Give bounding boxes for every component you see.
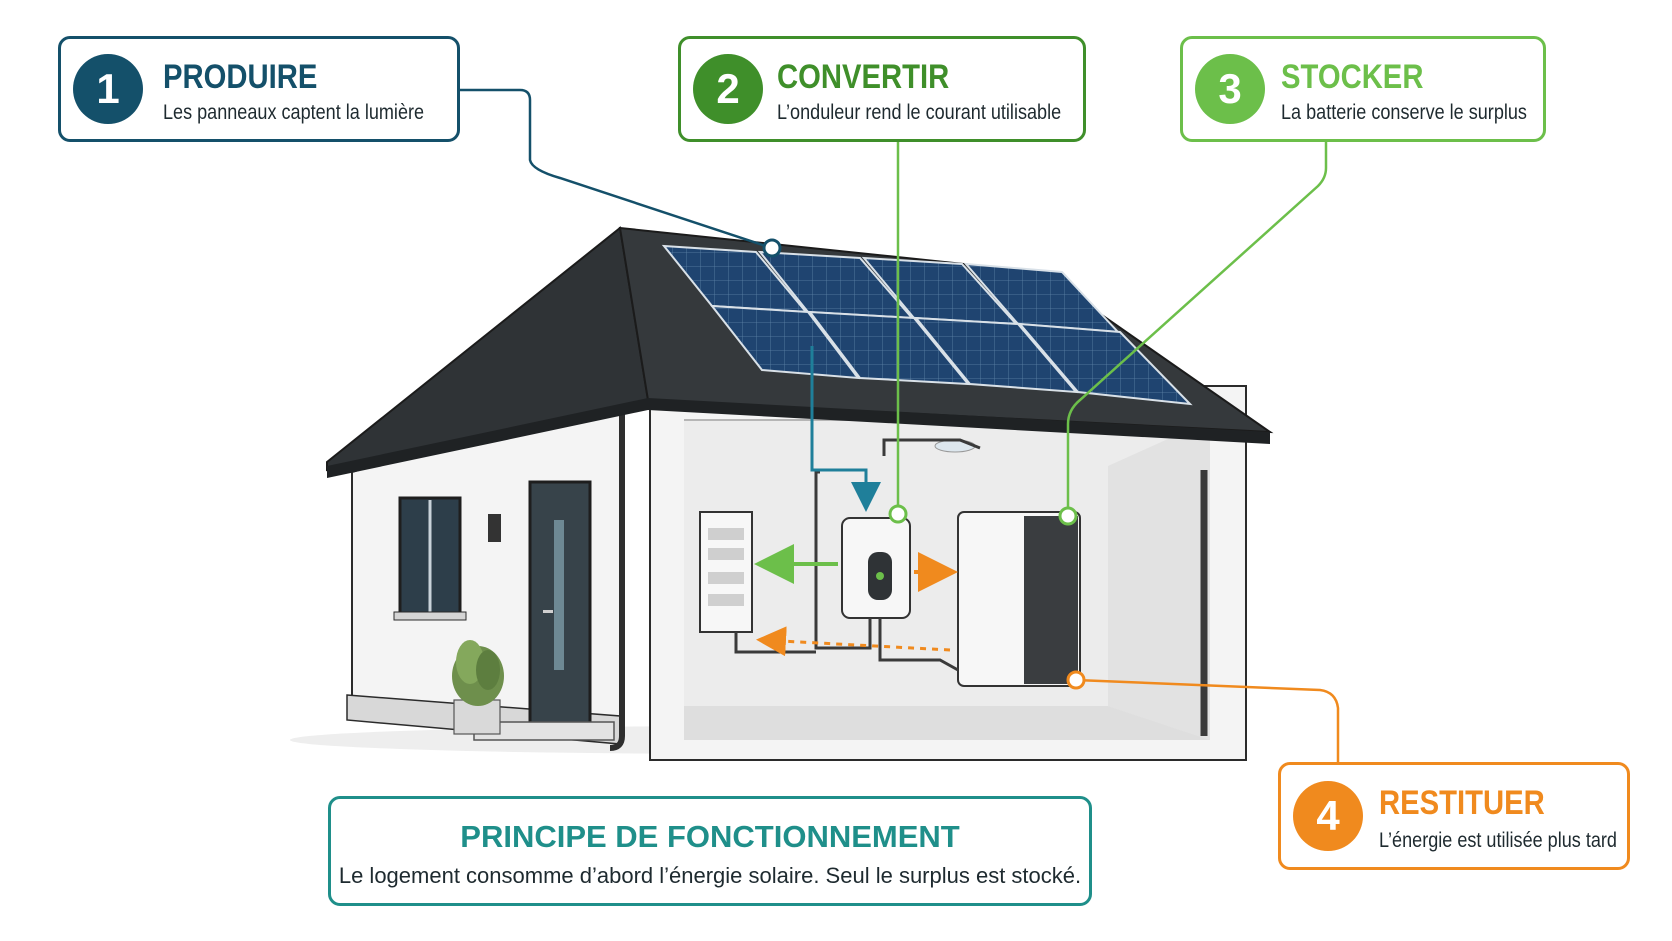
downpipe [609, 398, 625, 751]
step-title-4: RESTITUER [1379, 784, 1545, 822]
step-number-badge-2: 2 [693, 54, 763, 124]
summary-title: PRINCIPE DE FONCTIONNEMENT [460, 819, 960, 854]
step-title-3: STOCKER [1281, 58, 1424, 96]
leader-step1 [458, 88, 773, 250]
interior-right-wall [1108, 420, 1210, 740]
ceiling-light [934, 439, 976, 453]
step-description-2: L’onduleur rend le courant utilisable [777, 101, 1062, 124]
step-number-badge-4: 4 [1293, 781, 1363, 851]
electrical-panel [699, 511, 753, 633]
inverter [841, 517, 911, 619]
step-card-1: 1 PRODUIRE Les panneaux captent la lumiè… [58, 36, 460, 142]
leader-step3 [1066, 140, 1328, 512]
interior-floor [684, 706, 1210, 740]
solar-panels [661, 244, 1193, 406]
step-description-1: Les panneaux captent la lumière [163, 101, 425, 124]
step-description-3: La batterie conserve le surplus [1281, 101, 1527, 124]
wall-lamp [488, 514, 501, 542]
flow-panel-to-inverter [810, 346, 881, 512]
step-number-badge-3: 3 [1195, 54, 1265, 124]
summary-box: PRINCIPE DE FONCTIONNEMENT Le logement c… [328, 796, 1092, 906]
step-description-4: L’énergie est utilisée plus tard [1379, 829, 1617, 852]
summary-text: Le logement consomme d’abord l’énergie s… [338, 863, 1082, 888]
step-title-1: PRODUIRE [163, 58, 318, 96]
flow-battery-to-grid [756, 626, 951, 657]
step-title-2: CONVERTIR [777, 58, 950, 96]
step-card-4: 4 RESTITUER L’énergie est utilisée plus … [1278, 762, 1630, 870]
step-card-2: 2 CONVERTIR L’onduleur rend le courant u… [678, 36, 1086, 142]
battery [957, 511, 1081, 687]
plant [452, 640, 504, 735]
step-card-3: 3 STOCKER La batterie conserve le surplu… [1180, 36, 1546, 142]
leader-step4 [1075, 678, 1340, 762]
step-number-badge-1: 1 [73, 54, 143, 124]
